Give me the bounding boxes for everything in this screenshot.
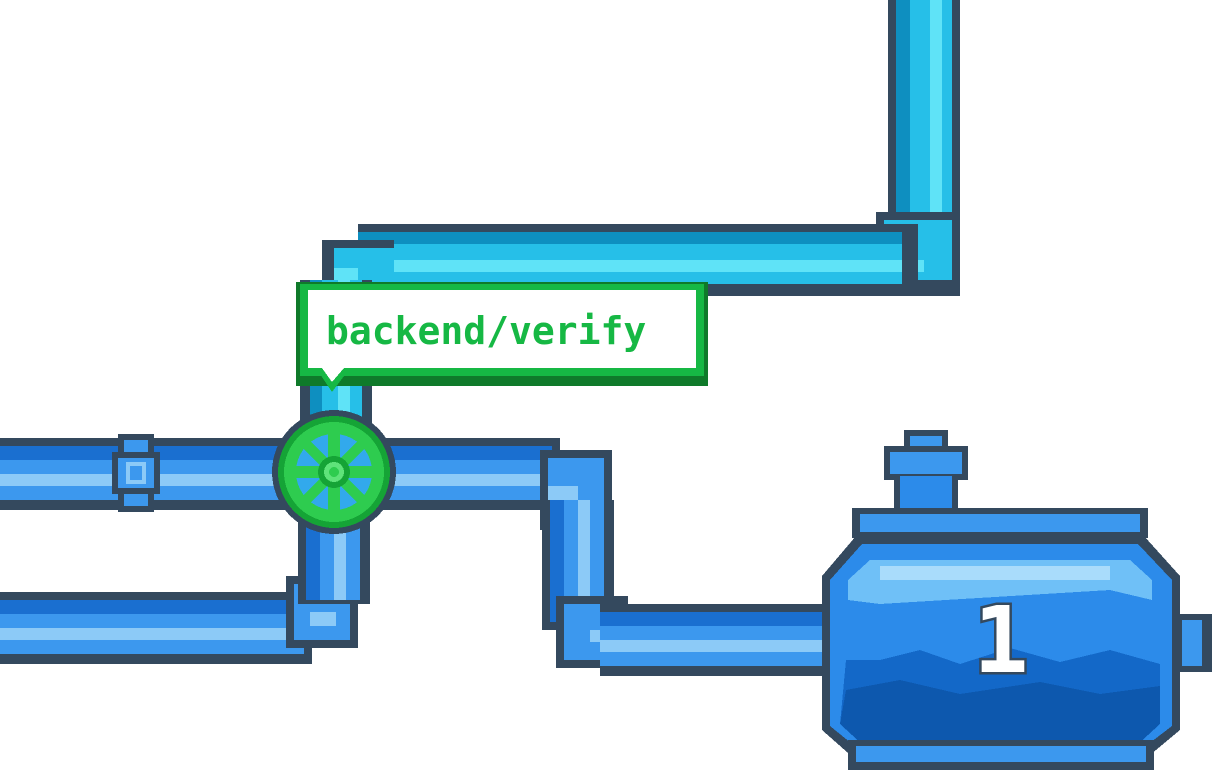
valve-wheel[interactable] [272, 410, 396, 534]
tooltip-bubble: backend/verify [296, 282, 708, 392]
tooltip-label: backend/verify [326, 309, 646, 353]
tank-number: 1 [973, 587, 1028, 694]
water-tank: 1 [822, 430, 1212, 770]
pipe-coupling [112, 434, 160, 512]
blue-pipe-lower [0, 500, 370, 664]
